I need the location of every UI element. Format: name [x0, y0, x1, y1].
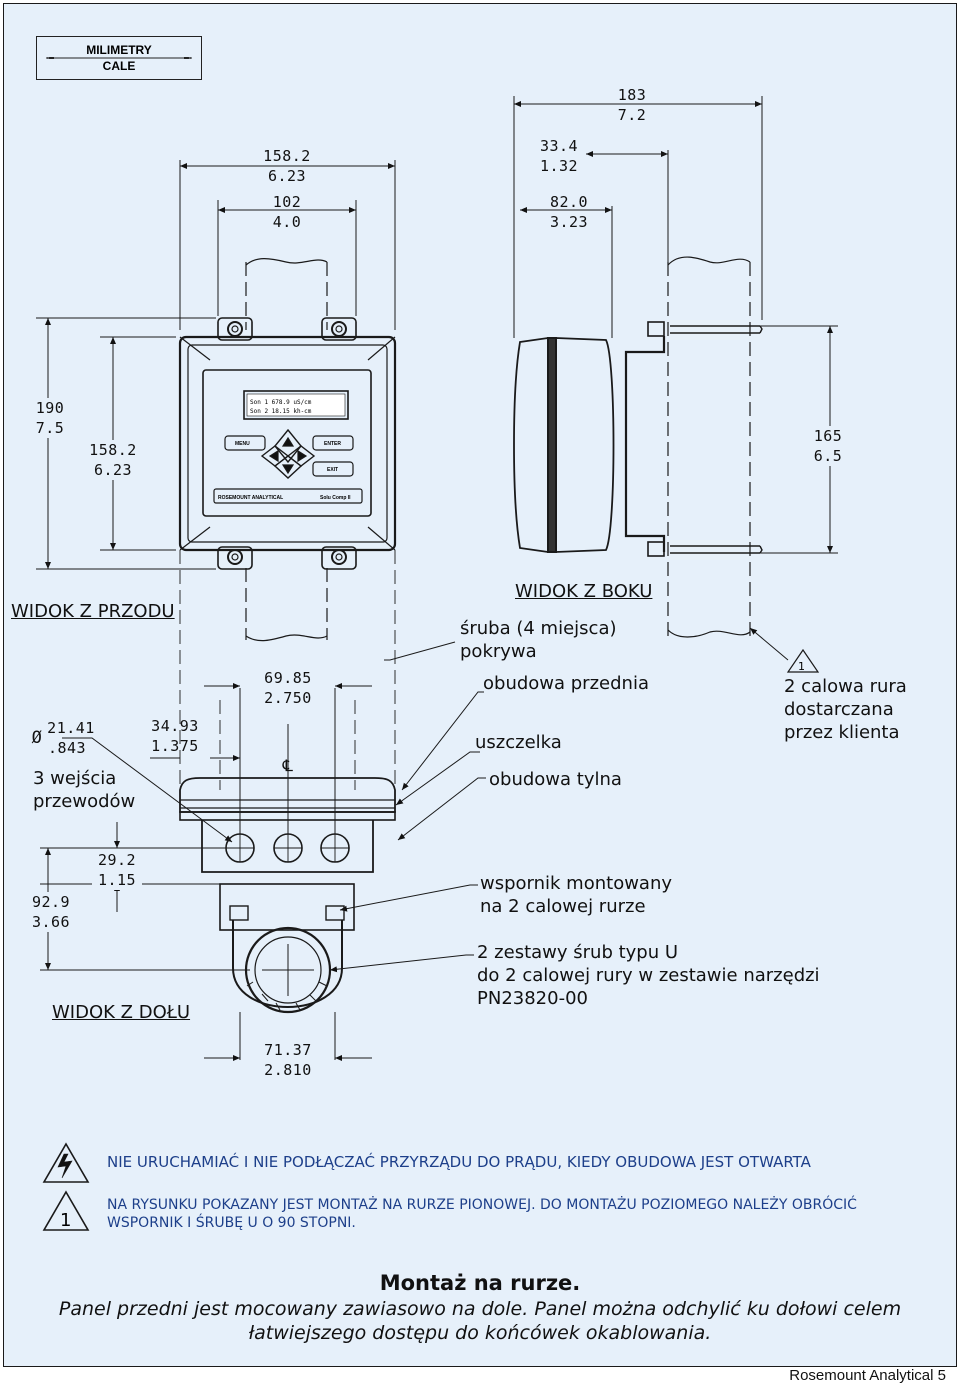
danger-note: NIE URUCHAMIAĆ I NIE PODŁĄCZAĆ PRZYRZĄDU… [107, 1153, 811, 1171]
diameter-symbol: Ø [31, 728, 43, 748]
dim-front-inner-mm: 102 [272, 193, 302, 211]
side-pipe [667, 256, 751, 640]
caption-line-2: łatwiejszego dostępu do końcówek okablow… [248, 1322, 712, 1344]
dim-side-top-in: 1.32 [539, 157, 579, 175]
front-housing [178, 335, 397, 552]
side-bracket [624, 321, 763, 557]
page-footer: Rosemount Analytical 5 [789, 1367, 946, 1384]
dim-side-body-mm: 82.0 [549, 193, 589, 211]
warning-triangle-1 [786, 648, 820, 673]
lcd-line-2: Son 2 18.15 kh-cm [250, 408, 312, 415]
ubolt-label-2: do 2 calowej rury w zestawie narzędzi [477, 965, 820, 986]
triangle-1-number: 1 [798, 660, 805, 673]
dim-bottom-total-mm: 92.9 [26, 892, 76, 912]
bottom-view-label: WIDOK Z DOŁU [52, 1002, 191, 1023]
drawing-frame [3, 3, 957, 1367]
mounting-note-line-2: WSPORNIK I ŚRUBĘ U O 90 STOPNI. [107, 1215, 356, 1231]
dim-hole-diameter-in: .843 [47, 739, 87, 757]
pipe-label-3: przez klienta [784, 722, 900, 743]
caption-line-1: Panel przedni jest mocowany zawiasowo na… [58, 1298, 902, 1320]
dim-front-inner-height-mm: 158.2 [84, 440, 142, 460]
enter-key: ENTER [324, 441, 341, 447]
conduits-label-2: przewodów [33, 791, 136, 812]
front-housing-label: obudowa przednia [483, 673, 649, 694]
front-dimensions [36, 160, 396, 570]
side-view-label: WIDOK Z BOKU [515, 581, 653, 602]
dim-front-height-mm: 190 [28, 398, 72, 418]
unit-in: CALE [37, 59, 201, 73]
dim-side-top-mm: 33.4 [539, 137, 579, 155]
gasket-label: uszczelka [475, 732, 562, 753]
dim-bottom-small-in: 1.15 [92, 870, 142, 890]
ubolt-label-3: PN23820-00 [477, 988, 588, 1009]
pipe-label-1: 2 calowa rura [784, 676, 907, 697]
dim-bottom-total-in: 3.66 [26, 912, 76, 932]
dim-side-height-in: 6.5 [806, 446, 850, 466]
pipe-label-2: dostarczana [784, 699, 894, 720]
ubolt-label-1: 2 zestawy śrub typu U [477, 942, 679, 963]
projection-lines [179, 550, 396, 790]
dim-front-inner-in: 4.0 [272, 213, 302, 231]
mounting-note-line-1: NA RYSUNKU POKAZANY JEST MONTAŻ NA RURZE… [107, 1197, 857, 1213]
model-text: Solu Comp II [320, 495, 351, 501]
dim-side-total-in: 7.2 [617, 106, 647, 124]
dim-hole-diameter-mm: 21.41 [47, 719, 95, 737]
bracket-label-2: na 2 calowej rurze [480, 896, 646, 917]
lcd-display [243, 390, 349, 420]
lcd-line-1: Son 1 678.9 uS/cm [250, 399, 312, 406]
dim-front-inner-height-in: 6.23 [84, 460, 142, 480]
front-view-label: WIDOK Z PRZODU [11, 601, 175, 622]
keypad [224, 428, 354, 479]
side-housing [513, 336, 615, 554]
brand-strip [213, 488, 363, 504]
dim-bottom-width-in: 2.810 [264, 1061, 312, 1079]
dim-side-body-in: 3.23 [549, 213, 589, 231]
dim-bottom-width-mm: 71.37 [264, 1041, 312, 1059]
unit-mm: MILIMETRY [37, 43, 201, 57]
bracket-label-1: wspornik montowany [480, 873, 673, 894]
dim-hole-spacing-in: 2.750 [264, 689, 312, 707]
dim-side-total-mm: 183 [617, 86, 647, 104]
brand-text: ROSEMOUNT ANALYTICAL [218, 495, 283, 501]
exit-key: EXIT [327, 467, 338, 473]
danger-icon [42, 1142, 90, 1183]
dim-front-width-mm: 158.2 [263, 147, 311, 165]
leader-lines [62, 627, 789, 973]
front-pipe [245, 258, 328, 642]
dim-hole-offset-mm: 34.93 [151, 717, 199, 735]
note-triangle-number: 1 [60, 1210, 71, 1231]
note-triangle-icon [42, 1190, 90, 1231]
unit-legend: MILIMETRY CALE [36, 36, 202, 80]
dim-hole-offset-in: 1.375 [151, 737, 199, 755]
rear-housing-label: obudowa tylna [489, 769, 622, 790]
screw-label: śruba (4 miejsca) [460, 618, 617, 639]
figure-title: Montaż na rurze. [379, 1271, 581, 1295]
dim-bottom-small-mm: 29.2 [92, 850, 142, 870]
dim-hole-spacing-mm: 69.85 [264, 669, 312, 687]
bottom-bracket [219, 883, 355, 1014]
front-mount-ears [217, 317, 357, 570]
centerline-symbol: ℄ [282, 756, 294, 775]
dim-side-height-mm: 165 [806, 426, 850, 446]
dim-front-width-in: 6.23 [267, 167, 307, 185]
dim-front-height-in: 7.5 [28, 418, 72, 438]
menu-key: MENU [235, 441, 250, 447]
conduits-label-1: 3 wejścia [33, 768, 117, 789]
cover-label: pokrywa [460, 641, 537, 662]
conduit-holes [225, 833, 350, 863]
